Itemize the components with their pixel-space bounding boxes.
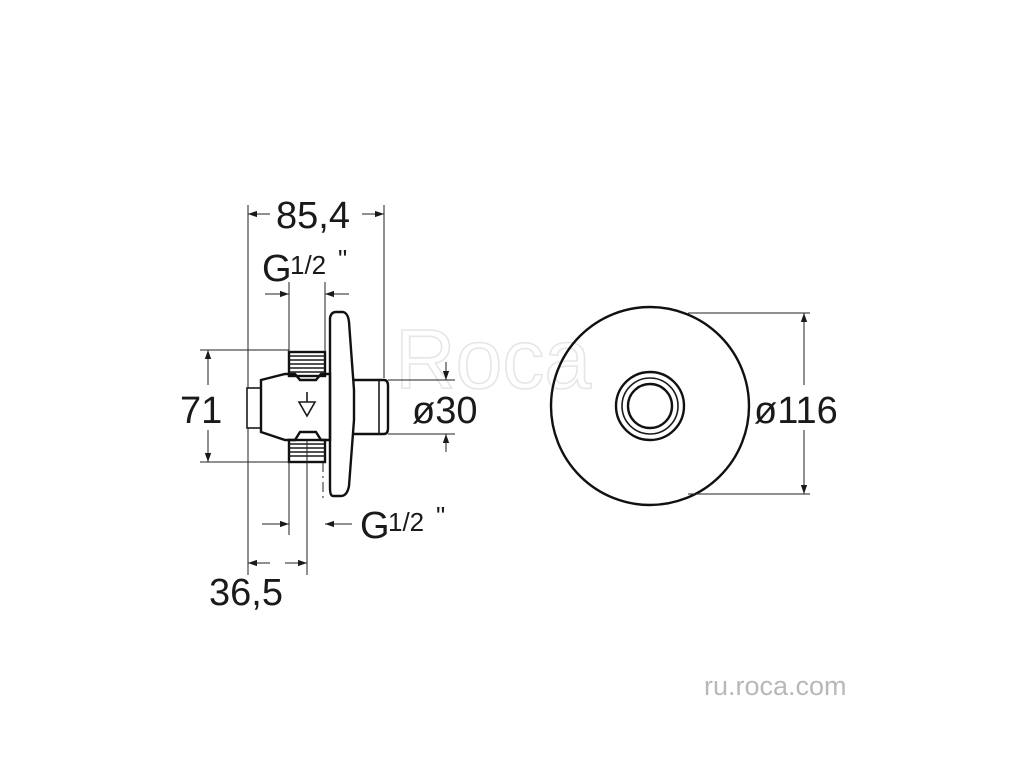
depth-label: 85,4 [276, 195, 350, 237]
height-label: 71 [180, 390, 222, 432]
website-watermark: ru.roca.com [704, 671, 847, 701]
dimension-36-5: 36,5 [209, 428, 308, 614]
outlet-diameter-label: ø30 [412, 390, 477, 432]
plate-diameter-label: ø116 [754, 390, 838, 432]
dimension-30: ø30 [388, 362, 477, 452]
dimension-thread-bottom: G 1/2 " [262, 462, 445, 547]
thread-bottom-mark: " [436, 501, 445, 531]
valve-front-view [549, 305, 751, 507]
thread-top-g: G [262, 248, 292, 290]
valve-side-view [246, 310, 390, 500]
thread-bottom-g: G [360, 505, 390, 547]
dimension-85-4: 85,4 [247, 195, 385, 388]
thread-top-fraction: 1/2 [290, 250, 326, 280]
thread-bottom-fraction: 1/2 [388, 507, 424, 537]
brand-watermark: Roca [395, 312, 591, 406]
body-depth-label: 36,5 [209, 572, 283, 614]
thread-top-mark: " [338, 244, 347, 274]
dimension-116: ø116 [688, 312, 838, 495]
dimension-71: 71 [180, 349, 289, 463]
dimension-thread-top: G 1/2 " [262, 244, 349, 352]
